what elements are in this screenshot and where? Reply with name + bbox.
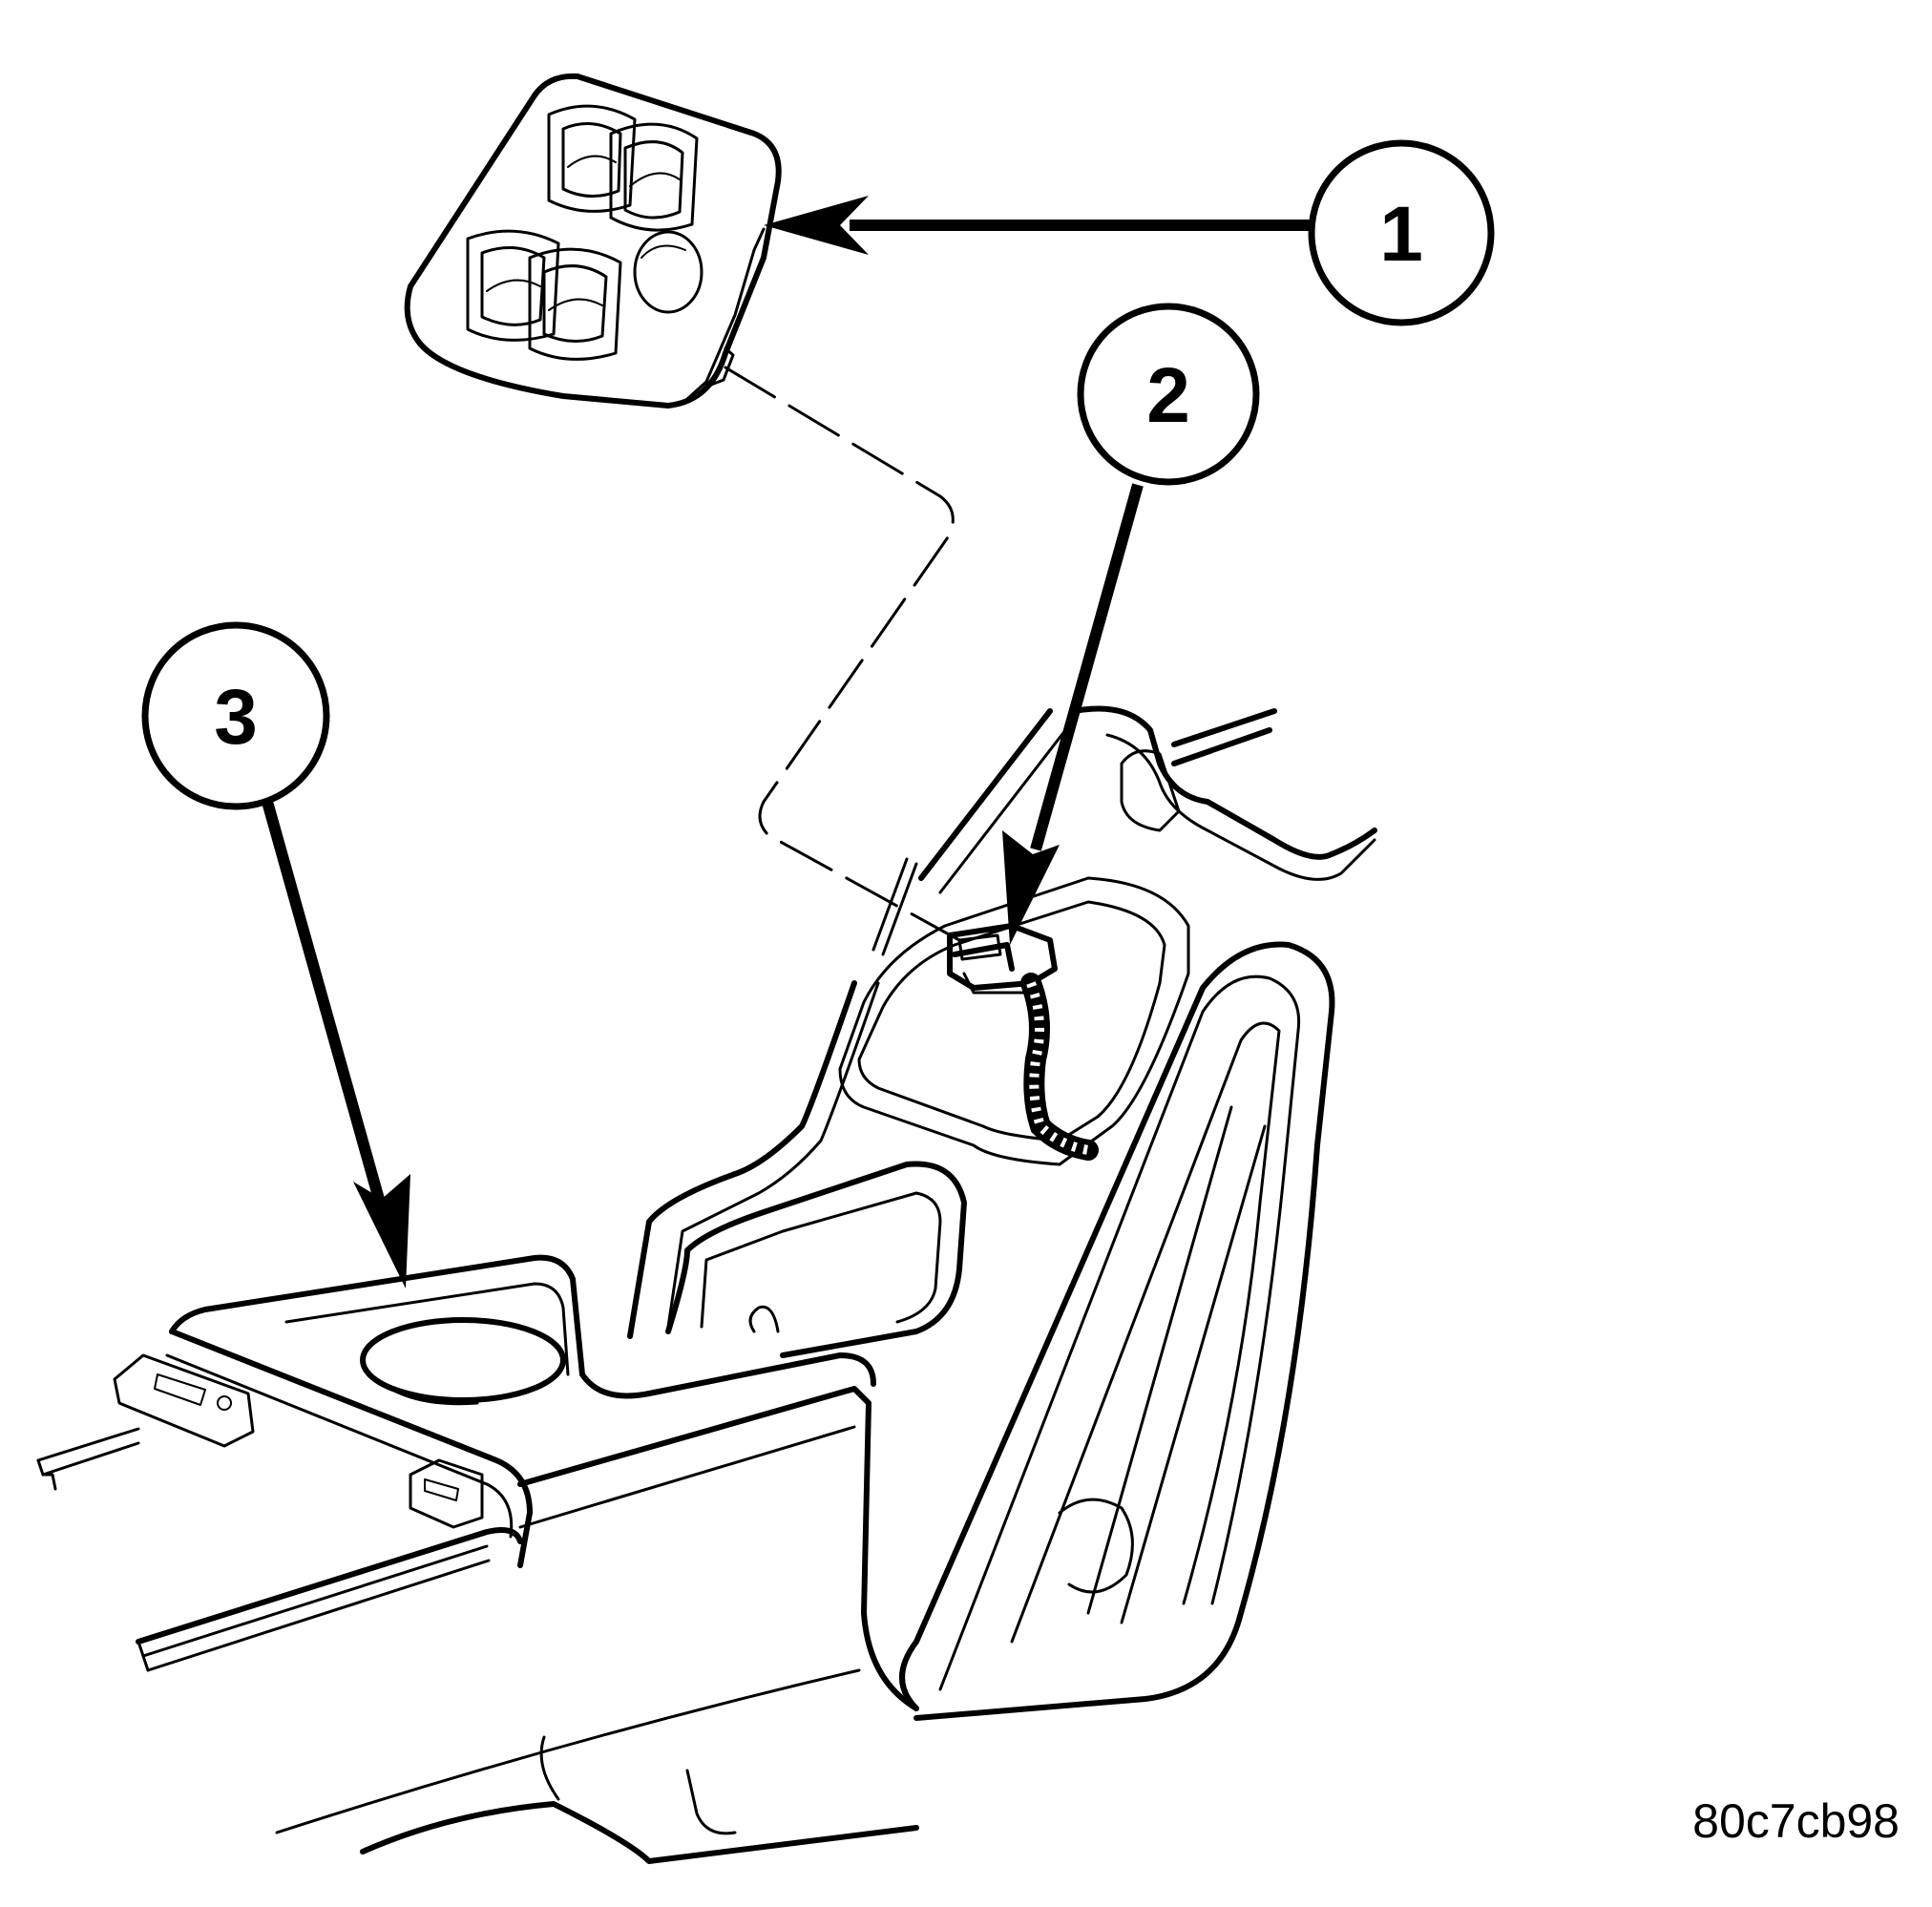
switch-lower-left bbox=[466, 229, 560, 342]
leader-3 bbox=[262, 800, 410, 1289]
switch-lower-right bbox=[528, 247, 622, 361]
callout-2: 2 bbox=[1077, 303, 1260, 486]
wire-harness bbox=[1020, 973, 1099, 1161]
switch-bezel bbox=[404, 73, 782, 409]
leader-1 bbox=[764, 196, 1313, 255]
armrest-panel bbox=[899, 941, 1335, 1721]
connection-dashed-line bbox=[724, 366, 961, 942]
figure-code: 80c7cb98 bbox=[1692, 1794, 1900, 1848]
callout-3: 3 bbox=[141, 621, 330, 810]
callout-2-label: 2 bbox=[1146, 352, 1190, 439]
center-console bbox=[36, 1254, 919, 1864]
callout-3-label: 3 bbox=[214, 674, 258, 761]
rear-console-structure bbox=[627, 705, 1377, 1358]
callout-1-label: 1 bbox=[1379, 191, 1423, 278]
switch-upper-left bbox=[547, 104, 637, 213]
switch-upper-right bbox=[609, 122, 699, 232]
lock-button bbox=[633, 230, 704, 314]
leader-2 bbox=[1002, 483, 1144, 945]
callout-1: 1 bbox=[1308, 139, 1495, 326]
